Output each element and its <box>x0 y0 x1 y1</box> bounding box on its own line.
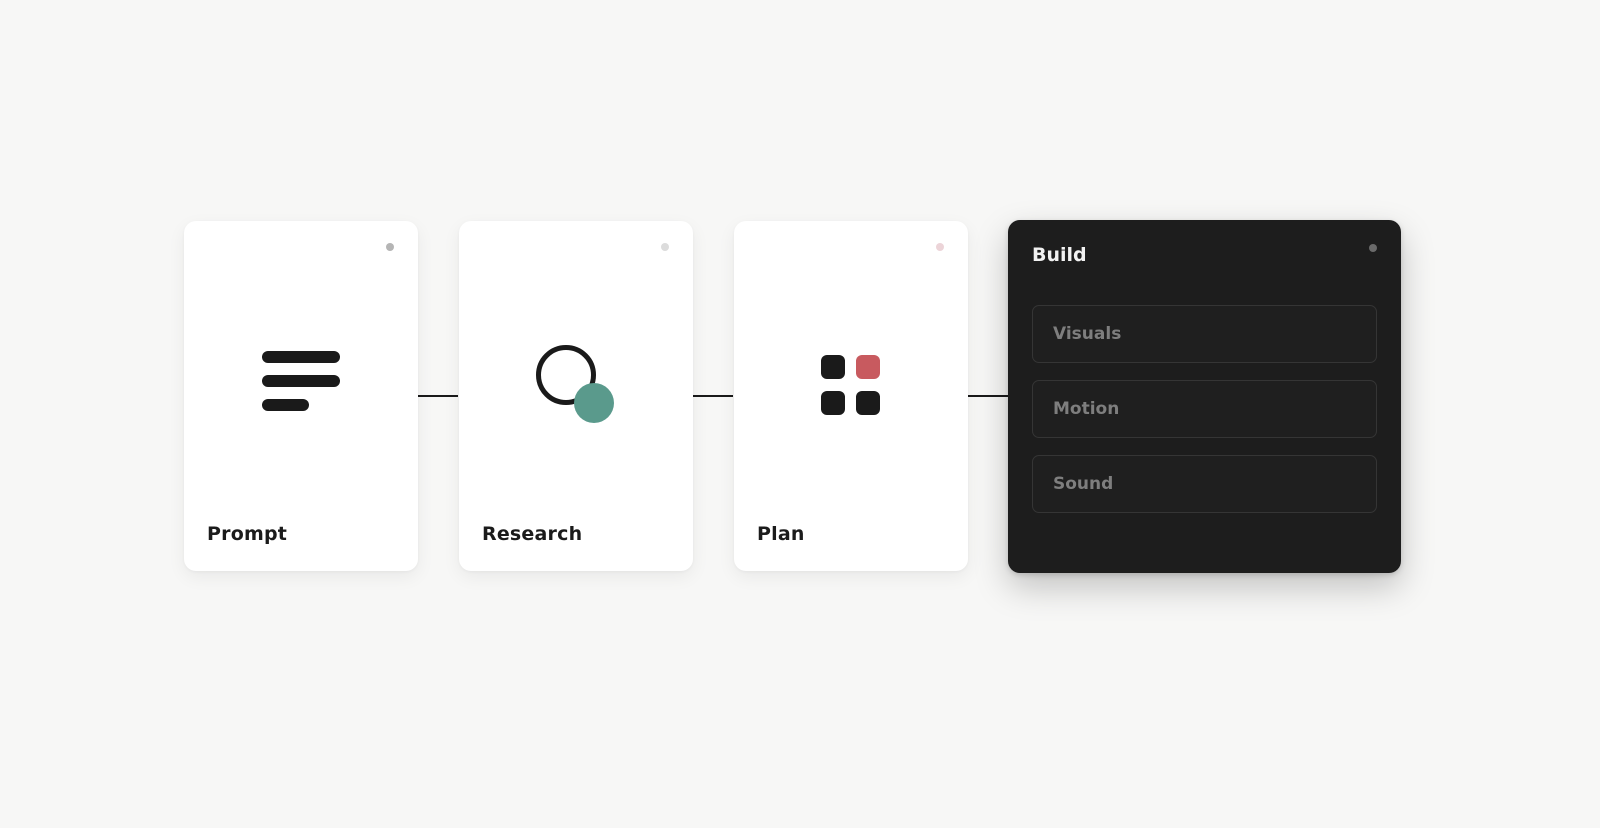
status-dot <box>386 243 394 251</box>
step-label: Research <box>482 523 583 545</box>
connector-plan-build <box>968 395 1008 397</box>
step-label: Plan <box>757 523 805 545</box>
connector-research-plan <box>693 395 733 397</box>
step-card-plan[interactable]: Plan <box>734 221 968 571</box>
option-label: Motion <box>1053 399 1120 419</box>
status-dot <box>661 243 669 251</box>
step-card-research[interactable]: Research <box>459 221 693 571</box>
connector-prompt-research <box>418 395 458 397</box>
step-label: Prompt <box>207 523 288 545</box>
status-dot <box>936 243 944 251</box>
option-label: Visuals <box>1053 324 1122 344</box>
step-card-build[interactable]: Build Visuals Motion Sound <box>1008 220 1401 573</box>
build-title: Build <box>1032 244 1087 266</box>
build-option-sound[interactable]: Sound <box>1032 455 1377 513</box>
step-card-prompt[interactable]: Prompt <box>184 221 418 571</box>
build-option-visuals[interactable]: Visuals <box>1032 305 1377 363</box>
build-option-motion[interactable]: Motion <box>1032 380 1377 438</box>
text-lines-icon <box>262 351 342 413</box>
option-label: Sound <box>1053 474 1114 494</box>
search-circle-icon <box>536 345 626 435</box>
grid-icon <box>821 355 883 417</box>
status-dot <box>1369 244 1377 252</box>
